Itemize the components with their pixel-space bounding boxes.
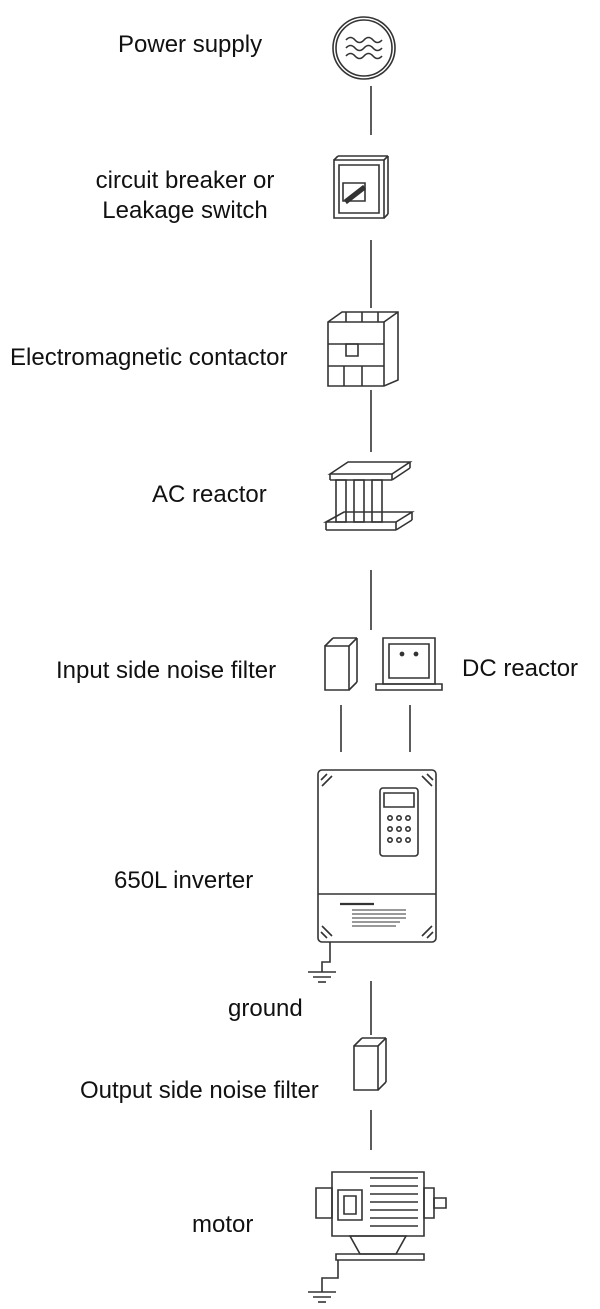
- label-circuit-breaker-line2: Leakage switch: [102, 197, 268, 224]
- connection-lines: [341, 86, 410, 1150]
- label-ground: ground: [228, 995, 303, 1022]
- label-circuit-breaker: circuit breaker or Leakage switch: [70, 166, 300, 226]
- label-circuit-breaker-line1: circuit breaker or: [95, 167, 275, 194]
- noise-filter-icon: [325, 638, 357, 690]
- label-input-noise-filter: Input side noise filter: [56, 657, 277, 684]
- output-noise-filter-icon: [354, 1038, 386, 1090]
- dc-reactor-icon: [376, 638, 442, 690]
- label-output-noise-filter: Output side noise filter: [80, 1077, 319, 1104]
- ac-source-icon: [333, 17, 395, 79]
- label-ac-reactor: AC reactor: [152, 481, 267, 508]
- label-power-supply: Power supply: [118, 31, 263, 58]
- circuit-breaker-icon: [334, 156, 388, 218]
- label-contactor: Electromagnetic contactor: [10, 344, 288, 371]
- contactor-icon: [328, 312, 398, 386]
- inverter-icon: [318, 770, 436, 942]
- label-inverter: 650L inverter: [114, 867, 254, 894]
- ac-reactor-icon: [326, 462, 412, 530]
- label-dc-reactor: DC reactor: [462, 655, 579, 682]
- motor-ground-icon: [308, 1260, 338, 1302]
- label-motor: motor: [192, 1211, 254, 1238]
- ground-icon: [308, 942, 336, 982]
- motor-icon: [316, 1172, 446, 1260]
